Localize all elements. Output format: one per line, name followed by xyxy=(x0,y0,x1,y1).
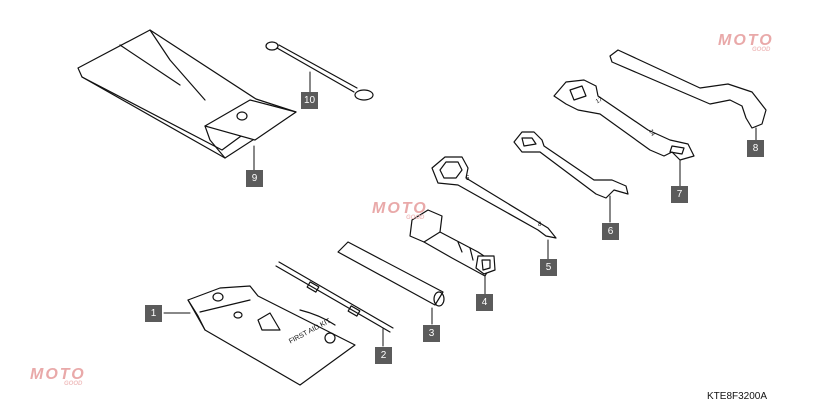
callout-1: 1 xyxy=(145,305,162,322)
callout-10: 10 xyxy=(301,92,318,109)
socket-wrench-part xyxy=(409,209,496,277)
handle-part xyxy=(337,241,445,307)
pin-spanner-part xyxy=(609,49,767,129)
open-wrench-7-part xyxy=(553,79,695,161)
wrench-mark-5b: 8 xyxy=(538,222,542,228)
callout-4: 4 xyxy=(476,294,493,311)
open-wrench-6-part xyxy=(513,131,629,199)
drawing-code: KTE8F3200A xyxy=(707,391,768,402)
first-aid-kit-part xyxy=(187,285,356,386)
watermark-center: MOTO GOOD xyxy=(372,200,428,221)
screwdriver-part xyxy=(275,261,394,333)
callout-2: 2 xyxy=(375,347,392,364)
tool-bag-part xyxy=(77,29,297,159)
callout-8: 8 xyxy=(747,140,764,157)
callout-9: 9 xyxy=(246,170,263,187)
callout-3: 3 xyxy=(423,325,440,342)
wrench-mark-5a: 5 xyxy=(466,176,470,182)
watermark-bottom-left: MOTO GOOD xyxy=(30,366,86,387)
watermark-top-right: MOTO GOOD xyxy=(718,32,774,53)
box-wrench-part xyxy=(431,156,557,239)
callout-5: 5 xyxy=(540,259,557,276)
callout-6: 6 xyxy=(602,223,619,240)
cable-part xyxy=(265,41,374,101)
callout-7: 7 xyxy=(671,186,688,203)
leader-lines xyxy=(163,71,757,347)
